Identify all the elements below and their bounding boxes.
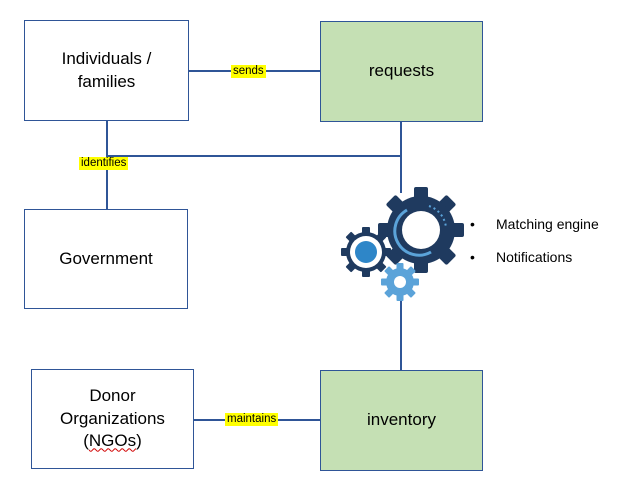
feature-item: • Matching engine [470,216,599,232]
identifies-label: identifies [79,157,129,170]
donors-label-line2: Organizations [60,408,165,428]
inventory-box: inventory [320,370,483,471]
small-light-gear-icon [381,263,419,301]
feature-matching-engine: Matching engine [496,216,599,232]
government-label: Government [59,248,153,268]
individuals-label-line1: Individuals / [61,48,152,68]
donors-label-line3: (NGOs) [83,431,142,451]
requests-label: requests [368,61,435,81]
feature-item: • Notifications [470,249,572,265]
ngos-word: NGOs [88,431,137,451]
requests-box: requests [320,21,483,122]
bullet-icon: • [470,216,475,232]
large-gear-icon [378,187,464,273]
feature-notifications: Notifications [496,249,573,265]
bullet-icon: • [470,249,475,265]
small-outline-gear-icon [341,227,391,277]
sends-label: sends [231,65,266,78]
government-box: Government [24,209,188,309]
connector-engine-inventory [400,300,402,371]
connector-horizontal-to-engine [106,155,401,157]
donor-organizations-box: Donor Organizations (NGOs) [31,369,194,469]
donors-label-line1: Donor [89,385,136,405]
maintains-label: maintains [225,413,279,426]
individuals-families-box: Individuals / families [24,20,189,121]
individuals-label-line2: families [77,71,136,91]
inventory-label: inventory [367,410,436,430]
connector-requests-engine [400,121,402,193]
gears-icon [341,187,464,301]
